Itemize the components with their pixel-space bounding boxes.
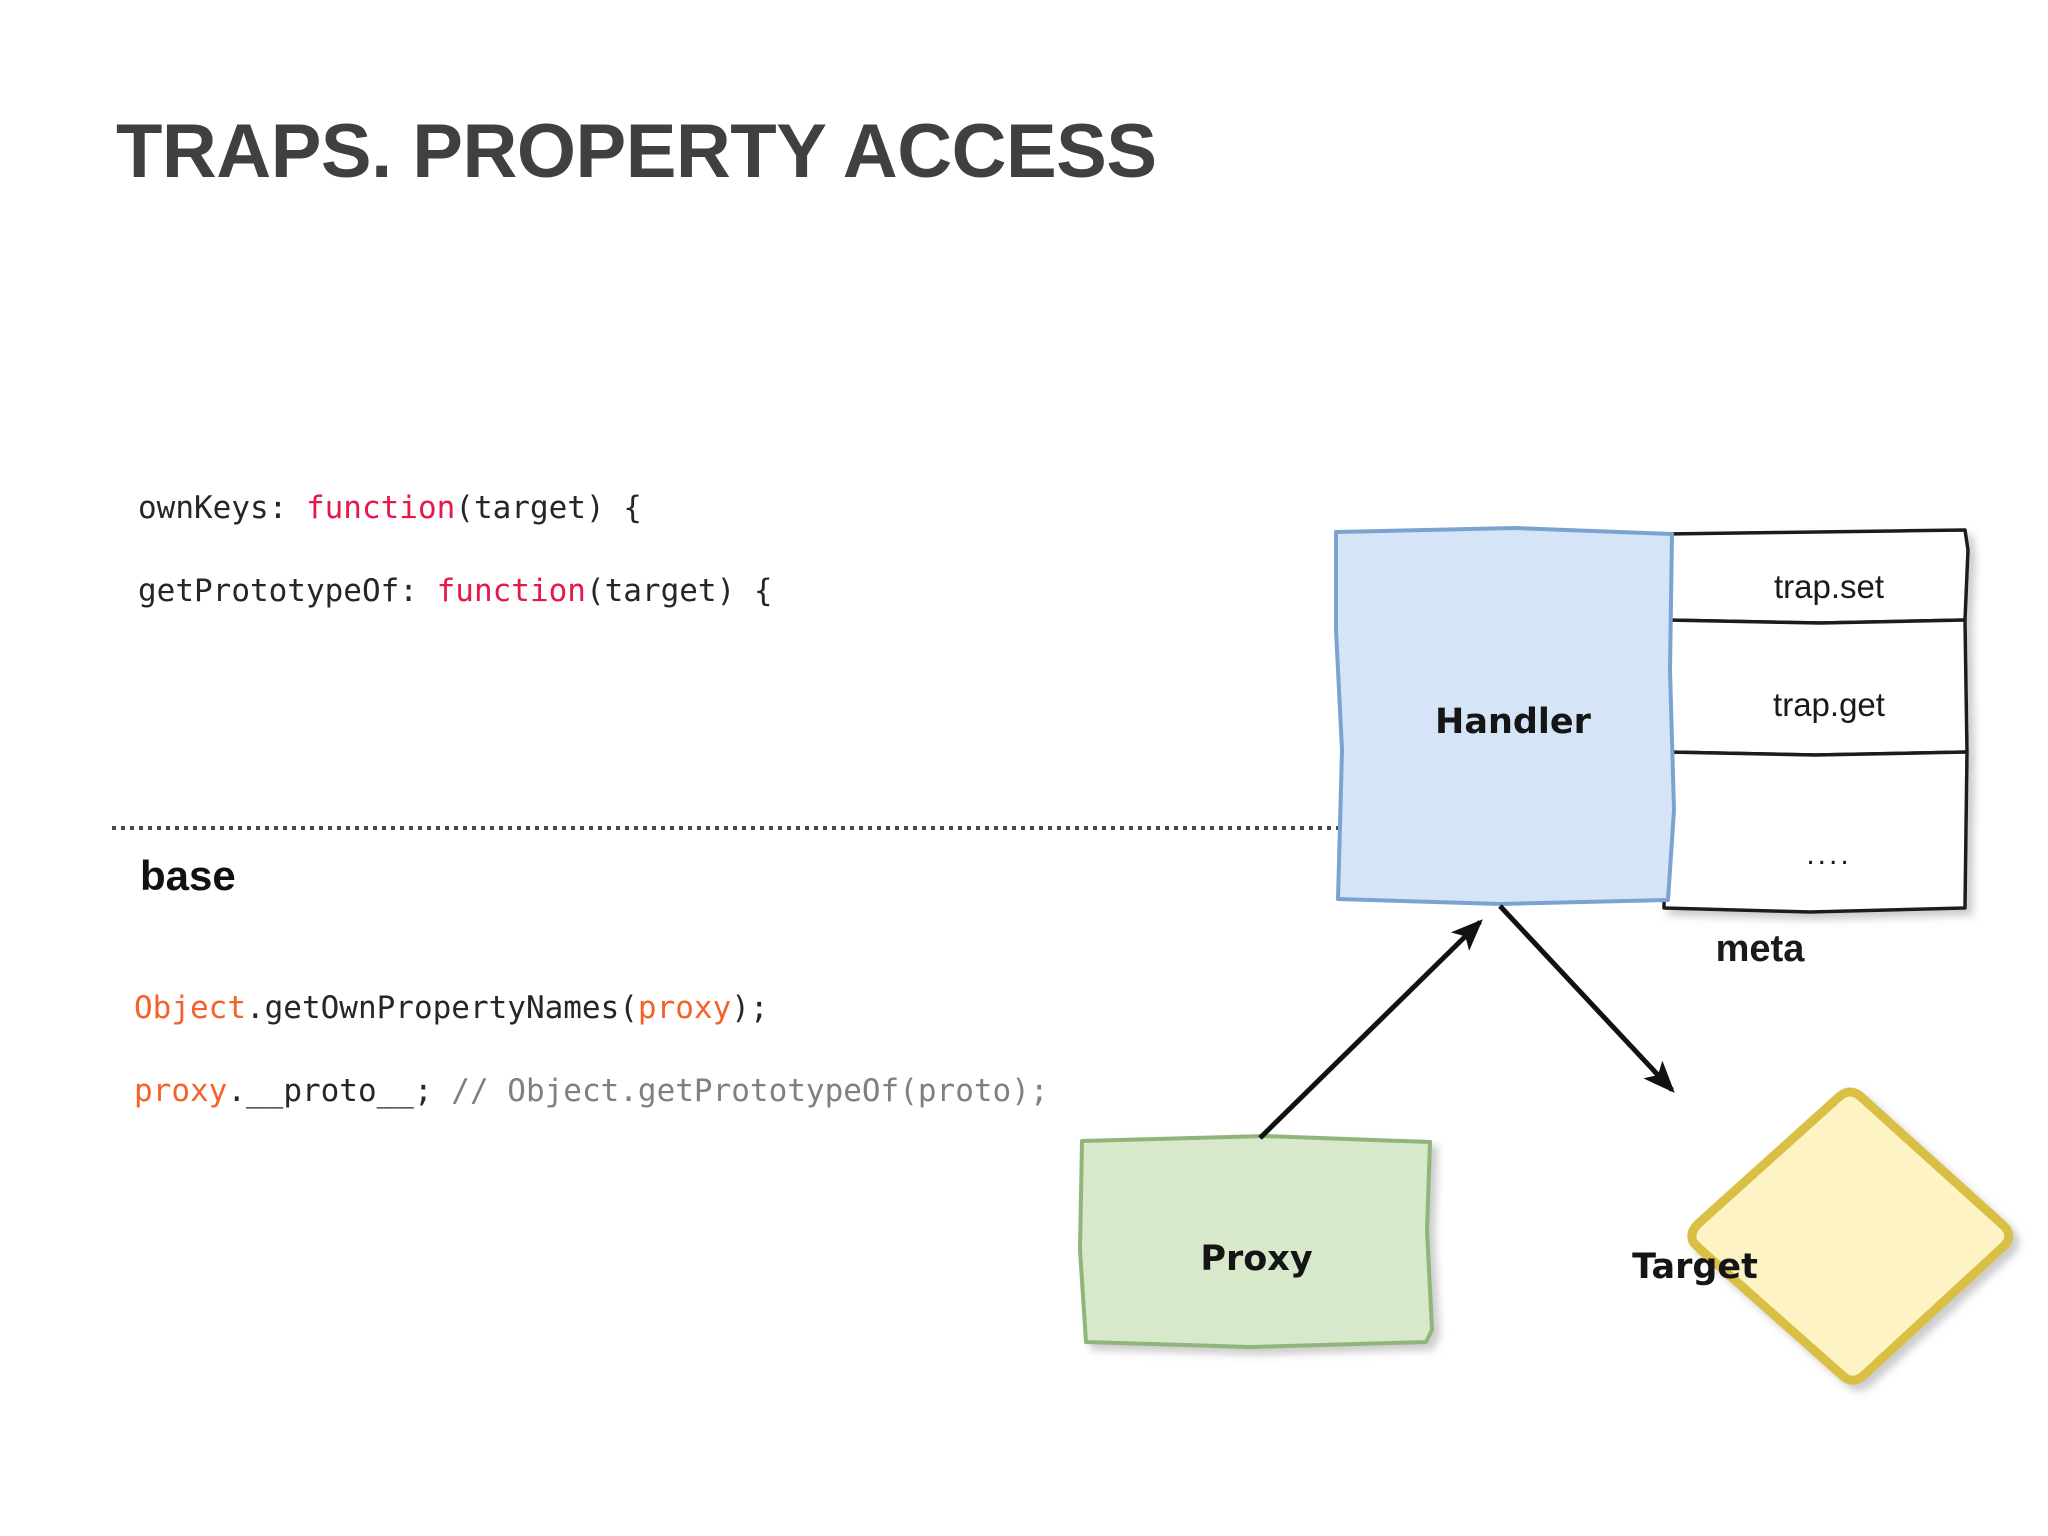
code-token-keyword: function: [305, 490, 456, 526]
page-title: TRAPS. PROPERTY ACCESS: [116, 109, 1157, 194]
code-token-orange: proxy: [637, 990, 732, 1026]
handler-node-label: Handler: [1435, 702, 1591, 742]
code-token-orange: Object: [134, 990, 246, 1026]
arrow-proxy-to-handler: [1258, 919, 1483, 1140]
code-token-plain: (target) {: [455, 490, 642, 526]
code-line-getownpropertynames: Object.getOwnPropertyNames(proxy);: [134, 993, 769, 1024]
proxy-node: [1078, 1134, 1434, 1349]
code-token-comment: // Object.getPrototypeOf(proto);: [451, 1073, 1049, 1109]
code-token-keyword: function: [436, 573, 586, 609]
code-line-ownkeys: ownKeys: function(target) {: [138, 493, 642, 524]
code-line-getprototypeof: getPrototypeOf: function(target) {: [138, 576, 773, 607]
code-token-plain: getPrototypeOf:: [138, 573, 437, 609]
base-section-label: base: [140, 852, 236, 899]
arrow-handler-to-target: [1498, 904, 1675, 1093]
code-line-proto: proxy.__proto__; // Object.getPrototypeO…: [134, 1076, 1049, 1107]
meta-row-ellipsis: ....: [1806, 838, 1852, 871]
handler-node: [1334, 526, 1676, 906]
target-node-label: Target: [1632, 1247, 1758, 1287]
meta-table-label: meta: [1715, 928, 1805, 970]
proxy-node-label: Proxy: [1200, 1239, 1313, 1279]
meta-row-trap-get: trap.get: [1773, 686, 1885, 723]
target-node: [1687, 1087, 2014, 1385]
code-token-plain: .__proto__;: [227, 1073, 452, 1109]
code-token-plain: .getOwnPropertyNames(: [245, 990, 638, 1026]
meta-row-trap-set: trap.set: [1773, 568, 1885, 605]
code-token-plain: (target) {: [585, 573, 773, 609]
diagram-canvas: [1078, 526, 2014, 1385]
proxy-handler-target-diagram: Handler Proxy Target meta trap.set trap.…: [1060, 490, 2048, 1385]
code-token-plain: );: [731, 990, 769, 1026]
code-token-orange: proxy: [134, 1073, 228, 1109]
meta-table: [1662, 528, 1970, 914]
section-divider: [112, 826, 1834, 830]
code-token-plain: ownKeys:: [138, 490, 306, 526]
